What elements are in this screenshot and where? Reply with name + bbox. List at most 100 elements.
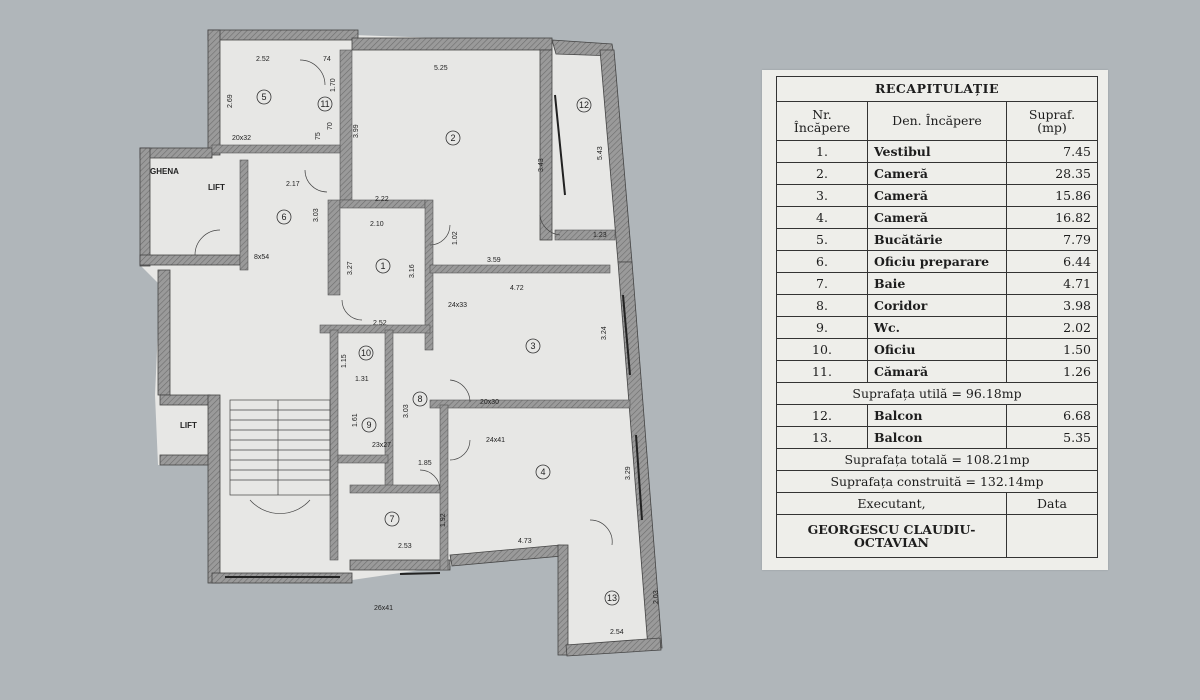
built-area-row: Suprafața construită = 132.14mp [776,470,1098,493]
room-area: 28.35 [1006,162,1098,185]
room-number: 7 [389,514,394,524]
dimension: 3.03 [313,208,320,222]
dimension: 1.70 [330,78,337,92]
room-name: Oficiu [867,338,1007,361]
recap-title: RECAPITULAȚIE [776,76,1098,102]
room-nr: 9. [776,316,868,339]
door-swings [194,59,613,546]
room-number-labels: 5 2 1 3 4 6 7 8 9 10 11 12 13 [261,92,617,603]
room-nr: 8. [776,294,868,317]
dimension: 3.29 [625,466,632,480]
room-number: 9 [366,420,371,430]
dimension: 3.43 [538,158,545,172]
executant-name: GEORGESCU CLAUDIU-OCTAVIAN [776,514,1007,558]
dimension: 1.15 [341,354,348,368]
room-area: 15.86 [1006,184,1098,207]
room-nr: 1. [776,140,868,163]
dimension: 2.69 [227,94,234,108]
room-nr: 13. [776,426,868,449]
room-number: 13 [607,593,617,603]
table-row: 9.Wc.2.02 [776,316,1098,339]
lift-label: LIFT [208,183,225,192]
room-name: Cameră [867,184,1007,207]
dimension-labels: 2.52 74 1.70 2.69 5.25 3.99 3.43 5.43 1.… [227,56,660,636]
executant-label: Executant, [776,492,1007,515]
stairs [229,399,331,514]
room-nr: 12. [776,404,868,427]
header-nr: Nr. Încăpere [776,101,868,141]
room-area: 1.50 [1006,338,1098,361]
total-area-row: Suprafața totală = 108.21mp [776,448,1098,471]
room-nr: 7. [776,272,868,295]
room-name: Vestibul [867,140,1007,163]
room-nr: 10. [776,338,868,361]
room-name: Cameră [867,162,1007,185]
dimension: 3.59 [487,257,501,264]
room-name: Balcon [867,404,1007,427]
dimension: 2.52 [373,320,387,327]
room-nr: 11. [776,360,868,383]
room-markers [256,89,620,606]
dimension: 1.23 [593,232,607,239]
room-number: 6 [281,212,286,222]
interior-walls [211,49,631,571]
room-area: 16.82 [1006,206,1098,229]
dimension: 5.25 [434,65,448,72]
dimension: 20x32 [232,135,251,142]
room-name: Bucătărie [867,228,1007,251]
dimension: 3.16 [409,264,416,278]
dimension: 74 [323,56,331,63]
room-name: Cameră [867,206,1007,229]
room-name: Balcon [867,426,1007,449]
dimension: 2.03 [653,590,660,604]
room-nr: 4. [776,206,868,229]
header-area: Supraf. (mp) [1006,101,1098,141]
room-nr: 2. [776,162,868,185]
dimension: 2.52 [256,56,270,63]
room-area: 1.26 [1006,360,1098,383]
dimension: 1.85 [418,460,432,467]
dimension: 20x30 [480,399,499,406]
dimension: 24x33 [448,302,467,309]
room-area: 4.71 [1006,272,1098,295]
date-value [1006,514,1098,558]
dimension: 70 [327,122,334,130]
room-number: 1 [380,261,385,271]
useful-area: Suprafața utilă = 96.18mp [776,382,1098,405]
dimension: 1.31 [355,376,369,383]
room-number: 3 [530,341,535,351]
dimension: 2.22 [375,196,389,203]
room-nr: 6. [776,250,868,273]
recap-sheet: RECAPITULAȚIE Nr. Încăpere Den. Încăpere… [762,70,1108,570]
room-area: 7.45 [1006,140,1098,163]
dimension: 3.99 [353,124,360,138]
dimension: 26x41 [374,605,393,612]
dimension: 3.03 [403,404,410,418]
dimension: 4.72 [510,285,524,292]
dimension: 1.61 [352,413,359,427]
room-area: 3.98 [1006,294,1098,317]
dimension: 3.27 [347,261,354,275]
room-name: Coridor [867,294,1007,317]
dimension: 2.10 [370,221,384,228]
dimension: 5.43 [597,146,604,160]
room-name: Baie [867,272,1007,295]
room-number: 8 [417,394,422,404]
dimension: 2.54 [610,629,624,636]
room-area: 6.44 [1006,250,1098,273]
dimension: 1.92 [440,513,447,527]
dimension: 2.53 [398,543,412,550]
header-name: Den. Încăpere [867,101,1007,141]
dimension: 8x54 [254,254,269,261]
room-number: 12 [579,100,589,110]
